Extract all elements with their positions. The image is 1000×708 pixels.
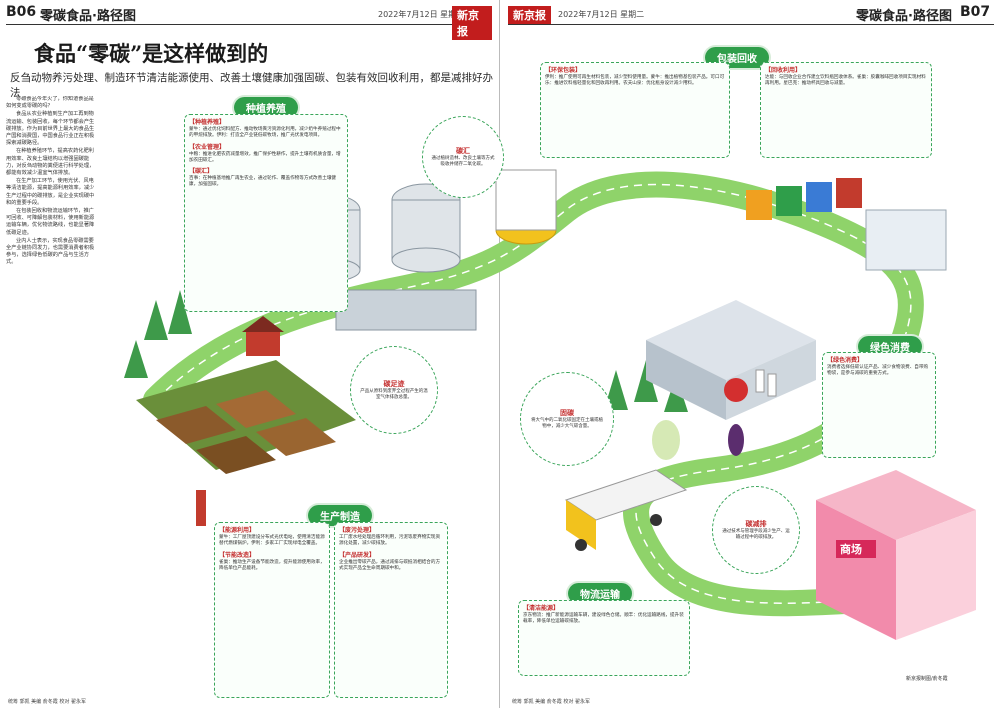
- circle-title: 碳足迹: [383, 380, 405, 388]
- panel-heading: 【清洁能源】: [523, 605, 560, 612]
- panel-text: 蒙牛：工厂屋顶建设分布式光伏电站，使用清洁能源替代燃煤锅炉。伊利：多家工厂实现绿…: [219, 535, 325, 547]
- panel-heading: 【农业管理】: [189, 143, 226, 151]
- circle-text: 产品从原料到废弃全过程产生的温室气体排放总量。: [360, 389, 428, 400]
- left-brand-logo: 新京报: [452, 6, 492, 40]
- circle-carbon-footprint: 碳足迹 产品从原料到废弃全过程产生的温室气体排放总量。: [350, 346, 438, 434]
- beverage-tank: [495, 169, 557, 245]
- right-section-title: 零碳食品·路径图: [856, 9, 952, 24]
- panel-heading: 【废污处理】: [339, 527, 376, 534]
- ribbon-production: 生产制造: [308, 505, 372, 526]
- graphic-credit: 新京报制图/俞冬霞: [906, 676, 948, 682]
- panel-heading: 【绿色消费】: [827, 357, 864, 364]
- store-sign: 商场: [840, 543, 862, 556]
- infographic-illustration: [124, 169, 976, 640]
- page-divider: [499, 0, 500, 708]
- panel-process: 【废污处理】 工厂废水经处理后循环利用，污泥等废弃物实现资源化处置，减少碳排放。…: [334, 522, 448, 698]
- left-footer: 统筹 郭凯 美编 俞冬霞 校对 翟永军: [8, 699, 86, 705]
- circle-title: 碳汇: [456, 147, 470, 155]
- right-brand-logo: 新京报: [508, 6, 551, 24]
- main-subtitle: 反刍动物养污处理、制造环节清洁能源使用、改善土壤健康加强固碳、包装有效回收利用，…: [10, 72, 493, 99]
- right-page-number: B07: [960, 4, 991, 20]
- main-title: 食品“零碳”是这样做到的: [34, 41, 269, 66]
- circle-title: 碳减排: [745, 520, 767, 528]
- circle-carbon-credit: 碳减排 通过技术与管理手段减少生产、运输过程中的碳排放。: [712, 486, 800, 574]
- vegetables: [652, 369, 777, 460]
- panel-heading: 【环保包装】: [545, 67, 582, 74]
- panel-production: 【能源利用】 蒙牛：工厂屋顶建设分布式光伏电站，使用清洁能源替代燃煤锅炉。伊利：…: [214, 522, 330, 698]
- panel-heading: 【产品研发】: [339, 551, 376, 559]
- panel-pack-recycle: 【回收利用】 达能：与回收企业合作建立饮料瓶回收体系。雀巢：胶囊咖啡回收项目实现…: [760, 62, 932, 158]
- panel-text: 中粮：推进化肥农药减量增效，推广保护性耕作，提升土壤有机质含量，增加农田碳汇。: [189, 151, 341, 163]
- panel-text: 工厂废水经处理后循环利用，污泥等废弃物实现资源化处置，减少碳排放。: [339, 535, 441, 547]
- farm-illustration: [136, 316, 356, 526]
- body-paragraph: 食品从农业种植到生产加工再到物流运输、包装回收，每个环节都会产生碳排放。作为目前…: [6, 111, 95, 147]
- left-section-title: 零碳食品·路径图: [40, 9, 136, 24]
- left-date: 2022年7月12日 星期二: [378, 10, 465, 19]
- left-header: B06 零碳食品·路径图 2022年7月12日 星期二 新京报: [6, 0, 492, 40]
- body-paragraph: 业内人士表示，实现食品零碳需要全产业链协同发力，也需要消费者积极参与，选择绿色低…: [6, 237, 95, 266]
- panel-text: 达能：与回收企业合作建立饮料瓶回收体系。雀巢：胶囊咖啡回收项目实现材料再利用。星…: [765, 75, 926, 87]
- panel-heading: 【能源利用】: [219, 527, 256, 534]
- ribbon-plant: 种植养殖: [234, 97, 298, 118]
- body-paragraph: 在生产加工环节，使用光伏、风电等清洁能源，提高能源利用效率，减少生产过程中的碳排…: [6, 178, 95, 206]
- circle-text: 通过技术与管理手段减少生产、运输过程中的碳排放。: [722, 529, 790, 540]
- panel-consume: 【绿色消费】 消费者选择低碳认证产品、减少食物浪费、自带购物袋，是参与减碳的重要…: [822, 352, 936, 458]
- right-footer: 统筹 郭凯 美编 俞冬霞 校对 翟永军: [512, 699, 590, 705]
- panel-text: 京东物流：推广新能源运输车辆，建设绿色仓储。顺丰：优化运输路线，提升装载率，降低…: [523, 613, 684, 625]
- right-date: 2022年7月12日 星期二: [558, 10, 645, 19]
- body-paragraph: 零碳食品今年火了，你知道食品是如何变成零碳的吗？: [6, 96, 94, 110]
- panel-pack-environment: 【环保包装】 伊利：推广使用可再生材料包装，减少塑料使用量。蒙牛：推出植物基包装…: [540, 62, 730, 158]
- circle-title: 固碳: [560, 409, 574, 417]
- panel-text: 消费者选择低碳认证产品、减少食物浪费、自带购物袋，是参与减碳的重要方式。: [827, 365, 929, 377]
- right-header: 新京报 2022年7月12日 星期二 零碳食品·路径图 B07: [508, 0, 994, 25]
- panel-heading: 【种植养殖】: [189, 119, 226, 126]
- delivery-truck: [564, 469, 688, 551]
- left-page-number: B06: [6, 4, 37, 20]
- circle-carbon-sink: 碳汇 通过植树造林、改良土壤等方式吸收并储存二氧化碳。: [422, 116, 504, 198]
- panel-text: 蒙牛：通过优化饲料配方、推动牧场粪污资源化利用，减少奶牛养殖过程中的甲烷排放。伊…: [189, 127, 341, 139]
- body-paragraph: 在包装回收和物流运输环节，推广可回收、可降解包装材料，使用新能源运输车辆，优化物…: [6, 208, 95, 236]
- panel-text: 雀巢：推动生产设备节能改造，提升能源使用效率，降低单位产品能耗。: [219, 559, 325, 571]
- circle-carbon-fix: 固碳 将大气中的二氧化碳固定在土壤或植物中，减少大气碳含量。: [520, 372, 614, 466]
- body-paragraph: 在种植养殖环节，提高农药化肥利用效率、改良土壤结构以增强固碳能力，对反刍动物的粪…: [6, 148, 95, 177]
- circle-text: 通过植树造林、改良土壤等方式吸收并储存二氧化碳。: [431, 156, 495, 167]
- panel-heading: 【节能改造】: [219, 551, 256, 559]
- ribbon-consumption: 绿色消费: [858, 336, 922, 357]
- panel-heading: 【回收利用】: [765, 67, 802, 74]
- ribbon-logistics: 物流运输: [568, 583, 632, 604]
- panel-text: 百事：在种植基地推广再生农业，通过轮作、覆盖作物等方式改善土壤健康，加强固碳。: [189, 176, 337, 188]
- panel-logistics: 【清洁能源】 京东物流：推广新能源运输车辆，建设绿色仓储。顺丰：优化运输路线，提…: [518, 600, 690, 676]
- body-text-column: 零碳食品今年火了，你知道食品是如何变成零碳的吗？ 食品从农业种植到生产加工再到物…: [6, 96, 96, 686]
- panel-text: 企业推出零碳产品，通过减排与碳抵消相结合的方式实现产品全生命周期碳中和。: [339, 559, 441, 571]
- panel-heading: 【碳汇】: [189, 168, 214, 176]
- circle-text: 将大气中的二氧化碳固定在土壤或植物中，减少大气碳含量。: [531, 418, 603, 429]
- panel-text: 伊利：推广使用可再生材料包装，减少塑料使用量。蒙牛：推出植物基包装产品。可口可乐…: [545, 75, 725, 87]
- recycling-area: [746, 178, 947, 271]
- panel-plant: 【种植养殖】 蒙牛：通过优化饲料配方、推动牧场粪污资源化利用，减少奶牛养殖过程中…: [184, 114, 348, 312]
- store-building: [816, 470, 976, 640]
